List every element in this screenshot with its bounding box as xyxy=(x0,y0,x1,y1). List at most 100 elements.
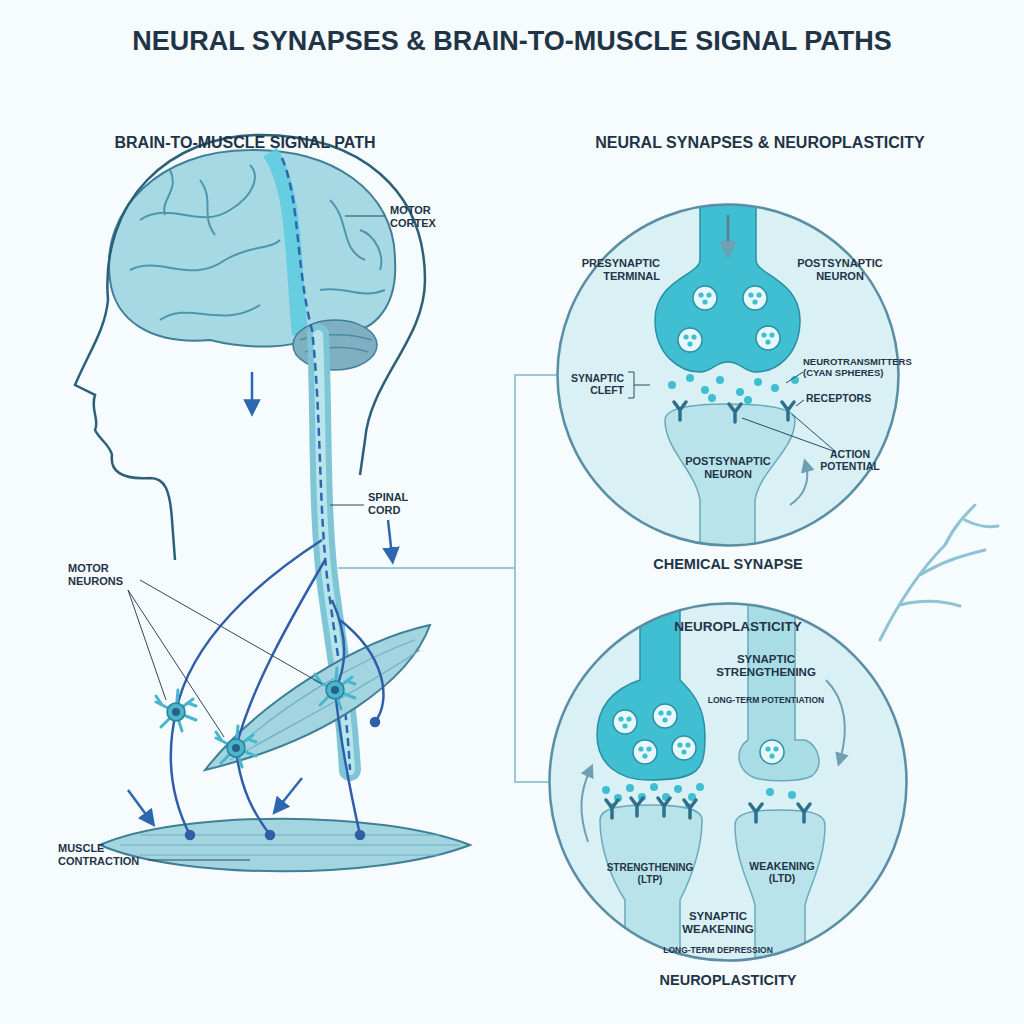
neuroplasticity-illustration xyxy=(548,602,908,965)
neuroplasticity-illustration xyxy=(633,740,657,764)
signal-arrow xyxy=(388,520,392,556)
brain xyxy=(130,165,385,320)
node-text: POSTSYNAPTIC NEURON xyxy=(792,257,888,282)
signal-arrow xyxy=(251,372,254,408)
muscle xyxy=(230,640,420,760)
chemical-synapse-illustration xyxy=(693,286,717,310)
neuroplasticity-illustration xyxy=(750,804,762,822)
chemical-synapse-illustration xyxy=(668,374,799,404)
chemical-synapse-illustration xyxy=(674,402,686,420)
neuroplasticity-illustration xyxy=(798,804,810,822)
neuroplasticity-illustration xyxy=(650,783,658,791)
neuroplasticity-illustration xyxy=(653,704,677,728)
head-outline xyxy=(75,300,175,560)
chemical-synapse-illustration xyxy=(771,384,779,392)
chemical-synapse-illustration xyxy=(655,203,800,372)
chemical-synapse-illustration xyxy=(727,215,730,250)
part-label: MOTOR CORTEX xyxy=(390,204,452,229)
neuroplasticity-illustration xyxy=(581,770,590,842)
leader-line xyxy=(345,216,385,217)
node-text: SYNAPTIC STRENGTHENING xyxy=(700,653,832,679)
chemical-synapse-illustration xyxy=(678,328,702,352)
connector-line xyxy=(515,375,556,782)
muscle xyxy=(100,819,470,872)
motor-neuron-symbol xyxy=(156,690,196,731)
chemical-synapse-illustration xyxy=(701,386,709,394)
synapse-circle: PRESYNAPTIC TERMINALPOSTSYNAPTIC NEURONS… xyxy=(556,203,900,583)
circle-outline xyxy=(548,602,908,997)
chemical-synapse-illustration xyxy=(743,286,767,310)
neuroplasticity-illustration xyxy=(631,798,643,816)
brain xyxy=(109,150,395,347)
muscle xyxy=(120,835,460,855)
muscle xyxy=(100,625,470,871)
chemical-synapse-illustration xyxy=(736,388,744,396)
neuroplasticity-illustration xyxy=(826,680,845,760)
leader-line xyxy=(128,216,385,860)
signal-arrow xyxy=(128,372,392,820)
head-outline xyxy=(75,135,425,560)
motor-neuron-symbol xyxy=(216,726,256,767)
motor-nerve xyxy=(266,831,274,839)
leader-line xyxy=(128,580,322,737)
chemical-synapse-illustration xyxy=(668,381,676,389)
dendrite-branch xyxy=(880,505,998,640)
neuroplasticity-illustration xyxy=(684,800,696,818)
node-text: LONG-TERM DEPRESSION xyxy=(643,946,793,956)
neuroplasticity-illustration xyxy=(735,810,825,965)
brain xyxy=(109,150,395,370)
dendrite-branch xyxy=(880,505,998,640)
node-text: POSTSYNAPTIC NEURON xyxy=(680,455,776,480)
neuroplasticity-illustration xyxy=(696,783,704,791)
neuroplasticity-illustration xyxy=(613,710,637,734)
node-text: STRENGTHENING (LTP) xyxy=(598,862,702,885)
motor-nerve xyxy=(186,831,194,839)
node-text: PRESYNAPTIC TERMINAL xyxy=(558,257,660,282)
chemical-synapse-illustration xyxy=(756,326,780,350)
signal-arrow xyxy=(128,790,150,820)
neuroplasticity-illustration xyxy=(672,736,696,760)
brain xyxy=(293,320,377,370)
chemical-synapse-illustration xyxy=(628,372,836,452)
chemical-synapse-illustration xyxy=(744,396,752,404)
node-text: NEUROTRANSMITTERS (CYAN SPHERES) xyxy=(803,357,923,379)
node-text: LONG-TERM POTENTIATION xyxy=(676,696,856,706)
neuroplasticity-illustration xyxy=(788,791,796,799)
chemical-synapse-illustration xyxy=(665,404,795,550)
node-text: NEUROPLASTICITY xyxy=(628,619,848,635)
chemical-synapse-illustration xyxy=(782,402,794,420)
diagram-title: NEURAL SYNAPSES & BRAIN-TO-MUSCLE SIGNAL… xyxy=(12,26,1012,57)
neuroplasticity-illustration xyxy=(674,785,682,793)
chemical-synapse-illustration xyxy=(729,404,741,422)
chemical-synapse-illustration xyxy=(686,374,694,382)
part-label: NEURAL SYNAPSES & NEUROPLASTICITY xyxy=(540,134,980,152)
circle-outline xyxy=(550,604,907,961)
motor-nerve xyxy=(171,540,384,839)
motor-nerve xyxy=(340,620,383,722)
bracket-line xyxy=(338,567,515,569)
neuroplasticity-illustration xyxy=(548,602,908,962)
part-label: BRAIN-TO-MUSCLE SIGNAL PATH xyxy=(65,134,425,152)
chemical-synapse-illustration xyxy=(790,465,807,505)
node-text: SYNAPTIC WEAKENING xyxy=(663,910,773,936)
motor-nerve xyxy=(356,831,364,839)
motor-neuron-symbol xyxy=(156,668,355,767)
neuroplasticity-illustration xyxy=(581,602,844,965)
leader-line xyxy=(148,860,250,861)
neuroplasticity-illustration xyxy=(606,800,618,818)
node-text: CHEMICAL SYNAPSE xyxy=(578,556,878,573)
brain xyxy=(270,152,300,335)
neuroplasticity-illustration xyxy=(658,798,670,816)
motor-nerve xyxy=(236,560,325,835)
node-text: ACTION POTENTIAL xyxy=(805,448,895,472)
neuroplasticity-illustration xyxy=(760,740,784,764)
neuroplasticity-illustration xyxy=(626,784,634,792)
chemical-synapse-illustration xyxy=(708,394,716,402)
neuroplasticity-illustration xyxy=(602,786,610,794)
part-label: MUSCLE CONTRACTION xyxy=(58,842,158,867)
chemical-synapse-illustration xyxy=(716,376,724,384)
